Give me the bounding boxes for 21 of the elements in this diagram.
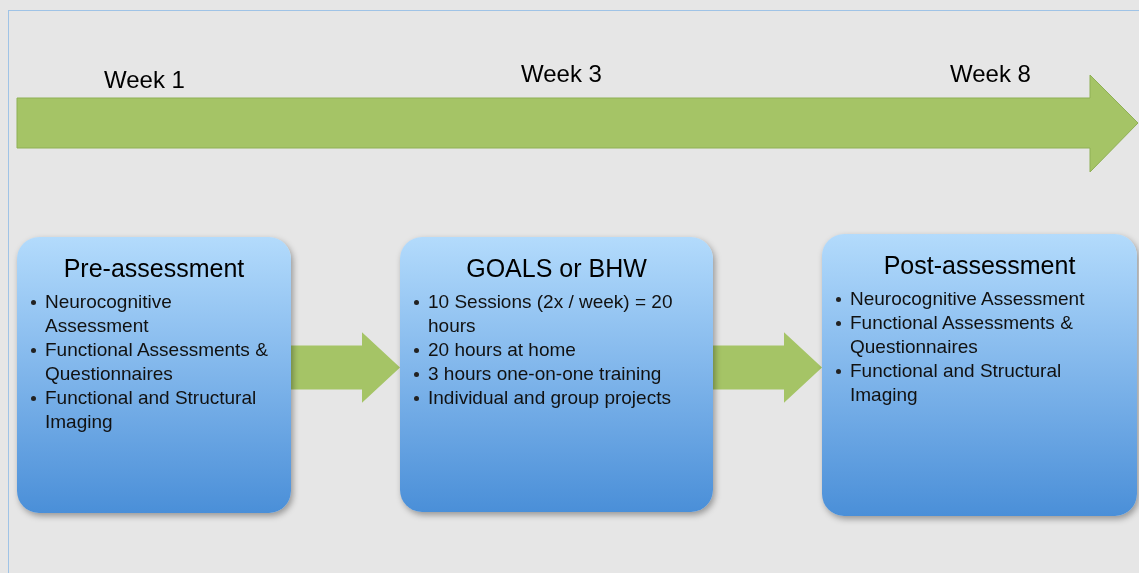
bullet-text: 3 hours one-on-one training (428, 362, 662, 387)
block-arrow (713, 332, 822, 403)
bullet-text: Functional Assessments & Questionnaires (45, 338, 269, 387)
bullet-text: 20 hours at home (428, 338, 576, 363)
week-label: Week 8 (950, 59, 1031, 89)
phase-heading: Post-assessment (882, 250, 1077, 281)
bullet-text: Functional and Structural Imaging (45, 386, 258, 435)
bullet-text: Neurocognitive Assessment (45, 290, 173, 339)
phase-box (822, 234, 1137, 516)
bullet-text: Individual and group projects (428, 386, 671, 411)
bullet-text: Functional and Structural Imaging (850, 359, 1063, 408)
week-label: Week 1 (104, 65, 185, 95)
phase-heading: Pre-assessment (62, 253, 246, 284)
bullet-text: Neurocognitive Assessment (850, 287, 1085, 312)
block-arrow (291, 332, 400, 403)
bullet-text: 10 Sessions (2x / week) = 20 hours (428, 290, 674, 339)
bullet-text: Functional Assessments & Questionnaires (850, 311, 1074, 360)
week-label: Week 3 (521, 59, 602, 89)
phase-heading: GOALS or BHW (465, 253, 648, 284)
phase-box (400, 237, 713, 512)
phase-box (17, 237, 291, 513)
